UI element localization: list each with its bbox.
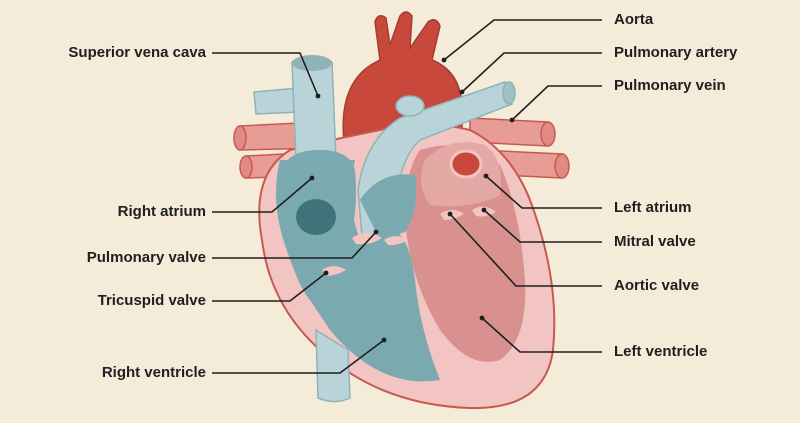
label-pulmonary-valve: Pulmonary valve: [86, 249, 206, 266]
svc-opening: [292, 55, 332, 71]
label-mitral-valve: Mitral valve: [614, 233, 696, 250]
label-aortic-valve: Aortic valve: [614, 277, 700, 294]
label-right-atrium: Right atrium: [117, 203, 206, 220]
superior-vena-cava-shape: [291, 55, 337, 161]
pulmonary-vein-opening: [449, 149, 483, 179]
label-left-atrium: Left atrium: [614, 199, 692, 216]
label-tricuspid-valve: Tricuspid valve: [97, 292, 206, 309]
label-aorta: Aorta: [614, 11, 654, 28]
right-atrium-hole: [296, 199, 336, 235]
pulmonary-valve-shape: [352, 233, 382, 245]
label-right-ventricle: Right ventricle: [101, 364, 206, 381]
label-pulmonary-vein: Pulmonary vein: [614, 77, 726, 94]
label-left-ventricle: Left ventricle: [614, 343, 708, 360]
inferior-vena-cava: [315, 328, 351, 403]
label-pulmonary-artery: Pulmonary artery: [614, 44, 738, 61]
leader-lines: [212, 19, 602, 374]
label-superior-vena-cava: Superior vena cava: [68, 44, 206, 61]
